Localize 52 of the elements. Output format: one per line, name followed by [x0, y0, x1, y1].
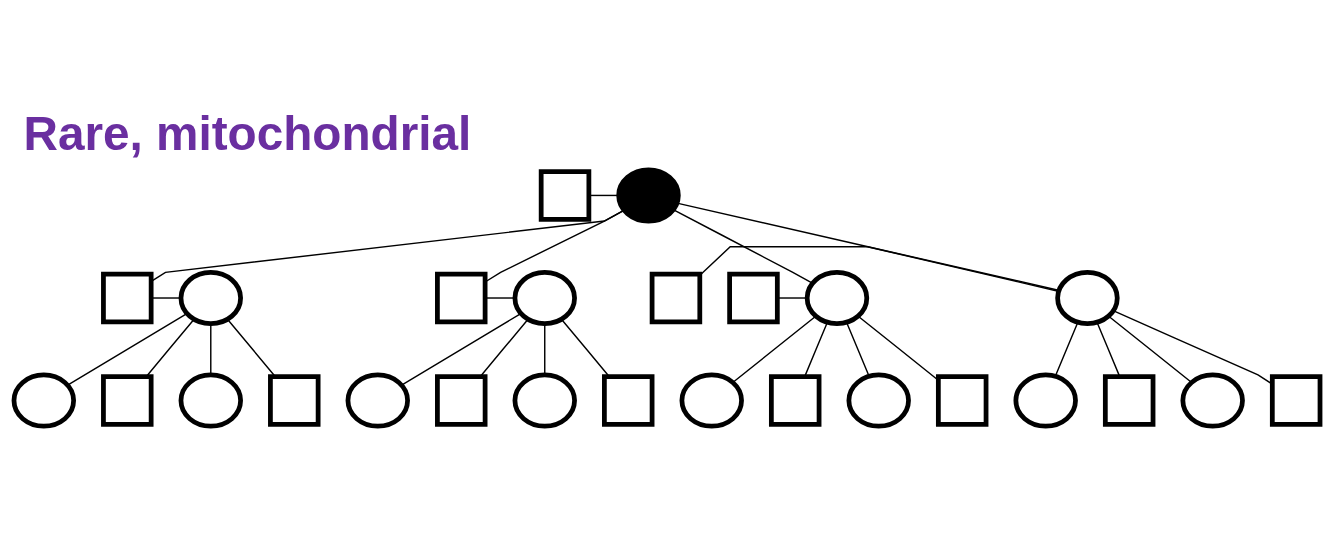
node-box: [435, 271, 488, 324]
connector: [857, 315, 939, 381]
node-box: [935, 373, 989, 427]
node-circle: [178, 372, 243, 429]
connector: [544, 322, 546, 376]
node-box: [1102, 373, 1156, 427]
node-box: [435, 373, 488, 427]
node-circle: [11, 372, 76, 429]
node-box: [1269, 373, 1323, 427]
node-circle: [345, 372, 410, 429]
connector: [672, 208, 814, 284]
node-circle: [616, 166, 681, 223]
diagram-title: Rare, mitochondrial: [23, 106, 472, 160]
connector: [560, 318, 611, 377]
connector: [732, 315, 817, 383]
node-box: [602, 373, 655, 427]
node-box: [727, 271, 780, 324]
connector: [699, 245, 1059, 292]
connector: [66, 312, 188, 386]
connector: [1096, 321, 1121, 377]
node-box: [101, 373, 154, 427]
connector: [484, 209, 625, 282]
node-circle: [1180, 372, 1245, 429]
connector: [400, 312, 522, 386]
node-box: [538, 168, 592, 222]
node-circle: [512, 269, 577, 326]
connector: [1107, 315, 1193, 383]
connector: [150, 296, 182, 299]
connector: [845, 321, 870, 377]
connector: [804, 321, 828, 377]
node-box: [649, 271, 703, 324]
node-circle: [1055, 269, 1120, 326]
connector: [226, 318, 277, 377]
node-circle: [804, 269, 870, 326]
connector: [676, 201, 1060, 291]
connector: [479, 318, 529, 377]
node-box: [101, 271, 154, 324]
connector: [1113, 309, 1273, 385]
node-circle: [178, 269, 243, 326]
node-circle: [679, 372, 744, 429]
connector: [150, 209, 625, 282]
node-circle: [512, 372, 577, 429]
connector: [145, 318, 195, 377]
connector: [210, 322, 212, 376]
connector: [776, 296, 808, 299]
node-box: [768, 373, 822, 427]
connector: [588, 194, 620, 196]
connector: [484, 296, 516, 299]
node-circle: [1013, 372, 1078, 429]
node-box: [268, 373, 321, 427]
node-circle: [846, 372, 911, 429]
connector: [1054, 321, 1079, 377]
